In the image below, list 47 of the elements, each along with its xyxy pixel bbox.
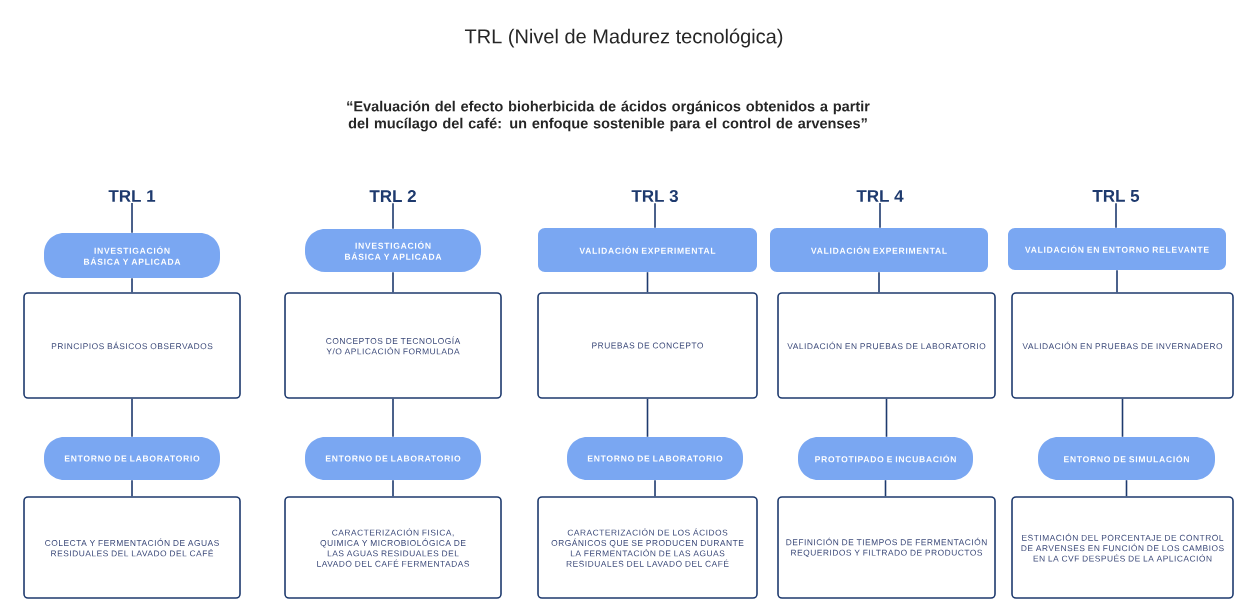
connector-line (654, 479, 656, 497)
connector-line (131, 479, 133, 497)
description-box: VALIDACIÓN EN PRUEBAS DE INVERNADERO (1011, 292, 1234, 399)
description-box: VALIDACIÓN EN PRUEBAS DE LABORATORIO (777, 292, 996, 399)
level-heading: TRL 4 (856, 190, 904, 202)
connector-line (1125, 479, 1128, 497)
connector-line (646, 271, 649, 293)
description-box: COLECTA Y FERMENTACIÓN DE AGUAS RESIDUALES DEL LAVADO DEL CAFÉ (23, 496, 241, 599)
level-heading: TRL 2 (369, 190, 416, 202)
connector-line (131, 202, 133, 234)
connector-line (878, 271, 880, 293)
connector-line (131, 277, 133, 293)
description-box: PRUEBAS DE CONCEPTO (537, 292, 758, 399)
connector-line (1115, 202, 1117, 229)
level-heading: TRL 3 (631, 189, 678, 202)
connector-line (654, 202, 656, 229)
stage-pill: VALIDACIÓN EXPERIMENTAL (538, 228, 757, 272)
title: TRL (Nivel de Madurez tecnológica) (464, 28, 783, 48)
connector-line (1121, 398, 1124, 438)
environment-pill: PROTOTIPADO E INCUBACIÓN (798, 437, 973, 480)
connector-line (392, 202, 394, 230)
description-box: PRINCIPIOS BÁSICOS OBSERVADOS (23, 292, 241, 399)
subtitle: “Evaluación del efecto bioherbicida de ácidos orgánicos obtenidos a partir del mucílago del café: un enfoque sostenible para el control de arvenses” (347, 100, 870, 132)
stage-pill: VALIDACIÓN EN ENTORNO RELEVANTE (1008, 228, 1226, 270)
description-box: CONCEPTOS DE TECNOLOGÍA Y/O APLICACIÓN FORMULADA (284, 292, 502, 399)
connector-line (392, 398, 394, 438)
environment-pill: ENTORNO DE LABORATORIO (567, 437, 743, 480)
stage-pill: VALIDACIÓN EXPERIMENTAL (770, 228, 988, 272)
stage-pill: INVESTIGACIÓN BÁSICA Y APLICADA (44, 233, 220, 278)
level-heading: TRL 5 (1092, 190, 1140, 202)
connector-line (131, 398, 133, 438)
connector-line (1116, 269, 1118, 293)
level-heading: TRL 1 (108, 190, 156, 202)
environment-pill: ENTORNO DE SIMULACIÓN (1038, 437, 1215, 480)
description-box: DEFINICIÓN DE TIEMPOS DE FERMENTACIÓN REQUERIDOS Y FILTRADO DE PRODUCTOS (777, 496, 996, 599)
environment-pill: ENTORNO DE LABORATORIO (44, 437, 220, 480)
connector-line (392, 271, 394, 293)
stage-pill: INVESTIGACIÓN BÁSICA Y APLICADA (305, 229, 481, 272)
connector-line (885, 398, 888, 438)
description-box: ESTIMACIÓN DEL PORCENTAJE DE CONTROL DE ARVENSES EN FUNCIÓN DE LOS CAMBIOS EN LA CVF DESPUÉS DE LA APLICACIÓN (1011, 496, 1234, 599)
environment-pill: ENTORNO DE LABORATORIO (305, 437, 481, 480)
description-box: CARACTERIZACIÓN DE LOS ÁCIDOS ORGÁNICOS QUE SE PRODUCEN DURANTE LA FERMENTACIÓN DE LAS AGUAS RESIDUALES DEL LAVADO DEL CAFÉ (537, 496, 758, 599)
connector-line (884, 479, 887, 497)
connector-line (392, 479, 394, 497)
description-box: CARACTERIZACIÓN FISICA, QUIMICA Y MICROBIOLÓGICA DE LAS AGUAS RESIDUALES DEL LAVADO DEL CAFÉ FERMENTADAS (284, 496, 502, 599)
connector-line (646, 398, 649, 438)
connector-line (879, 202, 881, 229)
